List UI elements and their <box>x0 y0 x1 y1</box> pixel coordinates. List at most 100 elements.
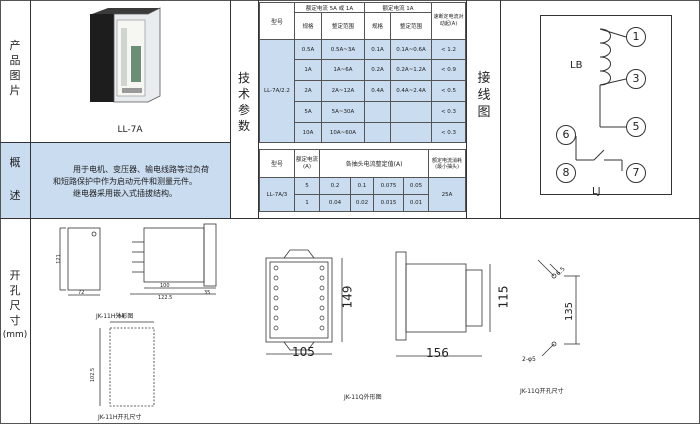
t1-cell <box>389 101 433 123</box>
dim-h-height: 121 <box>55 254 62 264</box>
label-cutout: 开孔 尺寸 (mm) <box>2 269 28 340</box>
t1-cell: 1A~6A <box>321 59 365 81</box>
t2-cell: 0.1 <box>350 177 374 195</box>
t1-cell <box>364 122 391 143</box>
t1-head-model: 型号 <box>259 2 295 40</box>
t1-head-rated-5a: 额定电流 5A 或 1A <box>294 2 365 13</box>
spec-table-2: 型号 额定电流(A) 各抽头电流整定值(A) 额定电流消耗(最小抽头) LL-7… <box>259 149 467 212</box>
t1-cell: 0.5A <box>294 39 322 60</box>
t1-cell: 0.4A~2.4A <box>389 80 433 102</box>
jk11h-cutout-caption: JK-11H开孔尺寸 <box>98 414 142 421</box>
terminal-5: 5 <box>626 117 646 137</box>
terminal-1-label: 1 <box>632 30 640 43</box>
t1-cell: 2A <box>294 80 322 102</box>
t2-cell: 0.02 <box>350 194 374 212</box>
t1-cell: < 1.2 <box>431 39 467 60</box>
t1-cell: 1A <box>294 59 322 81</box>
col-divider-label <box>30 0 31 424</box>
t2-cell: 1 <box>294 194 320 212</box>
t1-head-rated-1a: 额定电流 1A <box>363 2 433 13</box>
jk11h-cutout-view <box>99 321 155 407</box>
t2-cell: 0.05 <box>402 177 430 195</box>
product-model: LL-7A <box>117 125 143 135</box>
t1-cell: 0.4A <box>364 80 391 102</box>
t1-cell: 5A~30A <box>321 101 365 123</box>
t1-cell: < 0.3 <box>431 101 467 123</box>
t2-head-rated: 额定电流(A) <box>294 149 320 178</box>
t1-cell <box>364 101 391 123</box>
label-wiring: 接线图 <box>477 71 491 120</box>
col-divider-wiring-label <box>466 0 467 218</box>
terminal-7-label: 7 <box>632 166 640 179</box>
dim-h-depth-a: 100 <box>160 283 170 289</box>
t2-head-model: 型号 <box>259 149 295 178</box>
t1-model: LL-7A/2.2 <box>259 39 295 143</box>
t2-cell: 0.01 <box>402 194 430 212</box>
wiring-diagram <box>540 15 672 195</box>
t2-head-power: 额定电流消耗(最小抽头) <box>428 149 467 178</box>
jk11q-side-view <box>395 251 491 357</box>
t1-head-spec-a: 规格 <box>294 12 322 40</box>
t1-cell: 0.2A <box>364 59 391 81</box>
t2-power: 25A <box>428 177 467 212</box>
terminal-8-label: 8 <box>562 166 570 179</box>
t1-head-range-a: 整定范围 <box>321 12 365 40</box>
jk11q-front-view <box>265 249 343 355</box>
jk11q-cutout-view <box>537 259 580 357</box>
terminal-5-label: 5 <box>632 120 640 133</box>
overview-box: 用于电机、变压器、输电线路等过负荷 和短路保护中作为启动元件和测量元件。 继电器… <box>31 143 230 218</box>
overview-line-2: 和短路保护中作为启动元件和测量元件。 <box>53 177 197 186</box>
dim-q-height: 149 <box>340 285 355 309</box>
t1-cell: < 0.5 <box>431 80 467 102</box>
dim-h-cut-height: 102.5 <box>90 367 97 383</box>
jk11q-cutout-caption: JK-11Q开孔尺寸 <box>520 388 564 395</box>
t1-cell: 0.5A~3A <box>321 39 365 60</box>
terminal-6-label: 6 <box>562 128 570 141</box>
label-overview: 概述 <box>9 156 21 202</box>
jk11h-front-view <box>59 227 101 296</box>
dim-h-width: 72 <box>78 290 85 296</box>
t2-cell: 0.04 <box>319 194 351 212</box>
jk11h-outline-caption: JK-11H外形图 <box>96 313 134 320</box>
dim-q-hole: 2-φ5 <box>522 356 536 363</box>
product-photo <box>88 6 166 110</box>
t1-cell: 10A~60A <box>321 122 365 143</box>
dim-q-cut-height: 135 <box>564 301 576 322</box>
t1-cell: 0.2A~1.2A <box>389 59 433 81</box>
col-divider-tech-table <box>258 0 259 218</box>
t2-cell: 0.2 <box>319 177 351 195</box>
t1-head-spec-b: 规格 <box>364 12 391 40</box>
spec-table-1: 型号 额定电流 5A 或 1A 额定电流 1A 速断定电流对动起(A) 规格 整… <box>259 2 467 143</box>
t1-cell: 5A <box>294 101 322 123</box>
t1-cell: 2A~12A <box>321 80 365 102</box>
col-divider-tech-label <box>230 0 231 218</box>
t1-cell: 0.1A <box>364 39 391 60</box>
terminal-3: 3 <box>626 69 646 89</box>
t1-head-range-b: 整定范围 <box>389 12 433 40</box>
overview-label-band <box>1 143 30 218</box>
dim-h-tail: 35 <box>204 290 211 296</box>
t2-head-taps: 各抽头电流整定值(A) <box>318 149 430 178</box>
terminal-8: 8 <box>556 163 576 183</box>
jk11h-side-view <box>130 223 217 295</box>
terminal-6: 6 <box>556 125 576 145</box>
contact-label: LJ <box>592 186 601 197</box>
label-product-image: 产品 图片 <box>9 39 21 97</box>
coil-label: LB <box>570 60 583 71</box>
col-divider-wiring <box>500 0 501 218</box>
t2-cell: 0.075 <box>373 177 404 195</box>
dim-q-width: 105 <box>292 345 315 359</box>
dim-h-depth-b: 122.5 <box>158 295 173 301</box>
dim-q-depth: 156 <box>426 346 449 360</box>
t2-cell: 0.015 <box>373 194 404 212</box>
t1-head-quick: 速断定电流对动起(A) <box>431 2 467 40</box>
t1-cell: < 0.3 <box>431 122 467 143</box>
terminal-7: 7 <box>626 163 646 183</box>
dim-h-cut-width: 64 <box>118 314 125 320</box>
overview-line-3: 继电器采用嵌入式插拔结构。 <box>73 189 177 198</box>
t1-cell: 10A <box>294 122 322 143</box>
row-divider-main <box>0 218 700 219</box>
frame-left <box>0 0 1 424</box>
dim-q-side: 115 <box>496 285 511 309</box>
frame-top <box>0 0 700 1</box>
